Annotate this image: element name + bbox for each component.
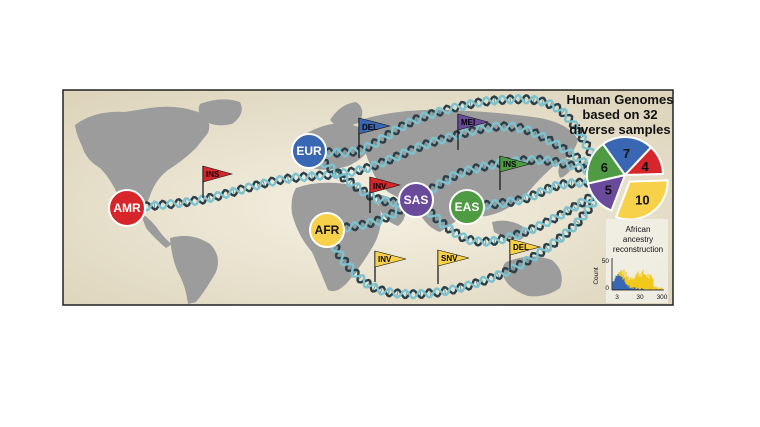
flag-inv-2-label: INV	[378, 255, 392, 264]
continent-scandinavia	[330, 102, 363, 127]
helix-strand-light	[308, 93, 603, 178]
population-eas: EAS	[449, 189, 485, 225]
flag-ins-2-banner	[499, 155, 532, 173]
flag-snv-label: SNV	[441, 254, 458, 263]
helix-afr-north	[325, 154, 605, 235]
flag-ins-1: INS	[202, 165, 234, 198]
population-sas: SAS	[398, 182, 434, 218]
helix-afr-south	[323, 185, 607, 300]
flag-ins-1-banner	[202, 165, 234, 183]
population-eur-label: EUR	[296, 144, 322, 158]
flag-ins-2-label: INS	[503, 160, 517, 169]
pie-label-7: 7	[623, 146, 630, 161]
helix-eur-to-pie	[308, 93, 607, 178]
population-eas-label: EAS	[455, 200, 480, 214]
pie-label-10: 10	[635, 192, 649, 207]
inset-xtick-300: 300	[657, 294, 668, 301]
flag-inv-2: INV	[374, 250, 407, 282]
continent-north-america	[75, 106, 210, 212]
flag-mei-banner	[457, 113, 490, 131]
pie-slice-4	[622, 145, 665, 177]
flag-inv-1-label: INV	[373, 182, 387, 191]
inset-caption-1: African	[626, 225, 651, 234]
flag-mei: MEI	[457, 113, 490, 150]
helix-strand-dark	[125, 121, 606, 213]
sample-pie-chart: 74 10 5 6	[586, 136, 669, 221]
inset-xtick-3: 3	[615, 294, 619, 301]
helix-rung	[437, 180, 443, 188]
helix-rung	[347, 179, 354, 186]
flag-del-1: DEL	[358, 117, 391, 158]
inset-xtick-30: 30	[636, 294, 644, 301]
title-block: Human Genomes based on 32 diverse sample…	[567, 92, 674, 137]
pie-label-6: 6	[601, 160, 608, 175]
helix-strand-light	[414, 189, 606, 247]
continent-greenland	[198, 99, 242, 126]
inset-ylabel: Count	[593, 267, 600, 285]
helix-rung	[341, 258, 348, 265]
helix-rung	[328, 164, 334, 172]
flag-inv-2-banner	[374, 250, 407, 268]
flag-snv-banner	[437, 249, 470, 267]
flag-inv-1-banner	[369, 176, 402, 194]
pie-slice-10	[614, 179, 669, 221]
dna-helices	[125, 93, 607, 300]
flag-snv: SNV	[437, 249, 470, 284]
flag-del-1-banner	[358, 117, 391, 135]
title-line-2: based on 32	[582, 107, 657, 122]
inset-caption-2: ancestry	[623, 235, 653, 244]
variant-flags: INS DEL MEI INV INS INV	[202, 113, 542, 284]
population-eur: EUR	[291, 133, 327, 169]
inset-histogram	[612, 269, 663, 290]
inset-ytick-50: 50	[602, 258, 610, 265]
helix-strand-light	[126, 121, 602, 213]
inset-african-ancestry: African ancestry reconstruction Count 50…	[593, 219, 668, 303]
title-line-1: Human Genomes	[567, 92, 674, 107]
helix-strand-light	[323, 189, 607, 300]
flag-mei-label: MEI	[461, 118, 475, 127]
flag-del-1-label: DEL	[362, 123, 378, 132]
inset-caption-3: reconstruction	[613, 245, 663, 254]
flag-ins-2: INS	[499, 155, 532, 190]
flag-inv-1: INV	[369, 176, 402, 213]
helix-strand-light	[326, 154, 603, 235]
population-afr-label: AFR	[315, 223, 340, 237]
population-amr-label: AMR	[113, 201, 141, 215]
pie-label-4: 4	[641, 159, 649, 174]
helix-strand-dark	[308, 93, 607, 174]
title-line-3: diverse samples	[569, 122, 670, 137]
continent-central-america	[140, 212, 172, 248]
helix-rung	[331, 245, 340, 251]
pie-label-5: 5	[605, 182, 612, 197]
population-afr: AFR	[309, 212, 345, 248]
pie-slice-7	[601, 136, 653, 177]
flag-ins-1-label: INS	[206, 170, 220, 179]
population-amr: AMR	[108, 189, 146, 227]
flag-del-2-label: DEL	[513, 243, 529, 252]
continent-south-america	[170, 236, 218, 304]
helix-strand-dark	[415, 185, 602, 247]
population-sas-label: SAS	[404, 193, 429, 207]
helix-strand-light	[466, 177, 604, 212]
inset-ytick-0: 0	[605, 285, 609, 292]
flag-del-2-banner	[509, 238, 542, 256]
pie-slice-6	[586, 142, 627, 185]
flag-del-2: DEL	[509, 238, 542, 272]
